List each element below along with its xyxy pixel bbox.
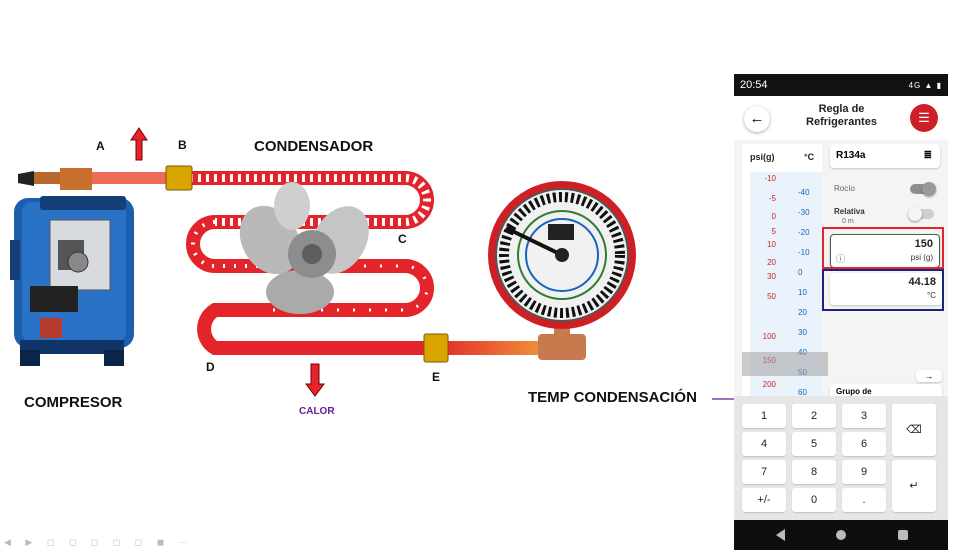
ruler-slider-handle[interactable] [742,352,828,376]
pressure-input-value: 150 [914,238,933,250]
refrigerant-selector[interactable]: R134a ≣ [830,144,940,168]
down-arrow-icon [305,363,325,397]
compressor [10,196,134,366]
arrow-right-icon: → [924,371,934,381]
output-highlight-box [822,269,944,311]
numeric-keypad: 1 2 3 4 5 6 7 8 9 +/- 0 . ⌫ ↵ [734,396,948,520]
key-decimal[interactable]: . [842,488,886,512]
tick-right: 20 [798,308,807,317]
next-arrow-button[interactable]: → [916,370,942,382]
ruler-right-unit: °C [804,152,815,162]
key-4[interactable]: 4 [742,432,786,456]
tick-right: -20 [798,228,810,237]
info-icon: ⓘ [836,254,846,264]
key-5[interactable]: 5 [792,432,836,456]
status-bar: 20:54 4G ▲ ▮ [734,74,948,96]
fan [239,182,369,314]
temperature-output: 44.18 °C [830,273,942,305]
backspace-key[interactable]: ⌫ [892,404,936,456]
phone-screen: 20:54 4G ▲ ▮ ← Regla de Refrigerantes ☰ … [734,74,948,550]
key-7[interactable]: 7 [742,460,786,484]
compresor-title: COMPRESOR [24,394,123,411]
app-bar: ← Regla de Refrigerantes ☰ [734,96,948,140]
label-b: B [178,138,187,152]
up-arrow-icon [130,127,148,161]
fitting-b [165,165,193,191]
nav-recents-icon[interactable] [898,530,908,540]
tick-left: 0 [771,212,776,221]
pressure-gauge [488,181,636,329]
key-9[interactable]: 9 [842,460,886,484]
key-3[interactable]: 3 [842,404,886,428]
altitude-label: 0 m [842,218,854,225]
key-plus-minus[interactable]: +/- [742,488,786,512]
tick-right: 30 [798,328,807,337]
pressure-input-unit: psi (g) [910,253,933,262]
tick-right: 0 [798,268,803,277]
condenser-coil [166,171,434,355]
calor-label: CALOR [299,406,335,417]
enter-key[interactable]: ↵ [892,460,936,512]
label-e: E [432,370,441,384]
callout-line [712,398,735,400]
settings-button[interactable]: ☰ [910,104,938,132]
tick-left: 20 [767,258,776,267]
label-a: A [96,139,105,153]
refrigerant-name: R134a [836,150,866,161]
pressure-input[interactable]: ⓘ 150 psi (g) [830,234,940,268]
tick-left: 100 [762,332,776,341]
backspace-icon: ⌫ [906,424,922,436]
fitting-e [423,333,449,363]
status-time: 20:54 [740,79,768,91]
tick-right: -30 [798,208,810,217]
nav-home-icon[interactable] [836,530,846,540]
tick-left: 10 [767,240,776,249]
key-0[interactable]: 0 [792,488,836,512]
tick-left: 30 [767,272,776,281]
enter-icon: ↵ [909,480,919,492]
temp-condensacion-label: TEMP CONDENSACIÓN [528,389,697,406]
temperature-output-value: 44.18 [908,276,936,288]
list-icon: ≣ [923,150,932,161]
liquid-line [430,341,554,355]
rocio-label: Rocío [834,184,855,193]
tick-right: 10 [798,288,807,297]
key-8[interactable]: 8 [792,460,836,484]
key-2[interactable]: 2 [792,404,836,428]
key-1[interactable]: 1 [742,404,786,428]
tick-left: 50 [767,292,776,301]
tick-right: 60 [798,388,807,397]
sliders-icon: ☰ [918,110,930,125]
tick-left: -5 [768,194,776,203]
back-button[interactable]: ← [744,106,770,132]
tick-left: 5 [771,227,776,236]
tick-left: 200 [762,380,776,389]
slideshow-controls[interactable]: ◀ ▶ ◻ ◻ ◻ ◻ ◻ ◼ ⋯ [4,537,194,547]
tick-right: -40 [798,188,810,197]
android-nav-bar [734,520,948,550]
nav-back-icon[interactable] [776,529,785,541]
status-icons: 4G ▲ ▮ [908,80,942,90]
discharge-valve [60,168,92,190]
input-highlight-box [822,227,944,269]
rocio-toggle[interactable] [910,182,936,196]
app-title-line1: Regla de [818,103,865,115]
label-d: D [206,360,215,374]
ruler-left-unit: psi(g) [750,152,775,162]
app-title-line2: Refrigerantes [806,116,877,128]
relativa-label: Relativa [834,207,865,216]
gauge-tee [538,334,586,360]
refrigeration-diagram [10,127,735,400]
condensador-title: CONDENSADOR [254,138,374,155]
label-c: C [398,232,407,246]
key-6[interactable]: 6 [842,432,886,456]
arrow-left-icon: ← [749,110,765,127]
tick-right: -10 [798,248,810,257]
tick-left: -10 [764,174,776,183]
temperature-output-unit: °C [927,291,936,300]
relativa-toggle[interactable] [908,207,934,221]
grupo-label: Grupo de [836,387,872,396]
app-title: Regla de Refrigerantes [784,103,899,129]
